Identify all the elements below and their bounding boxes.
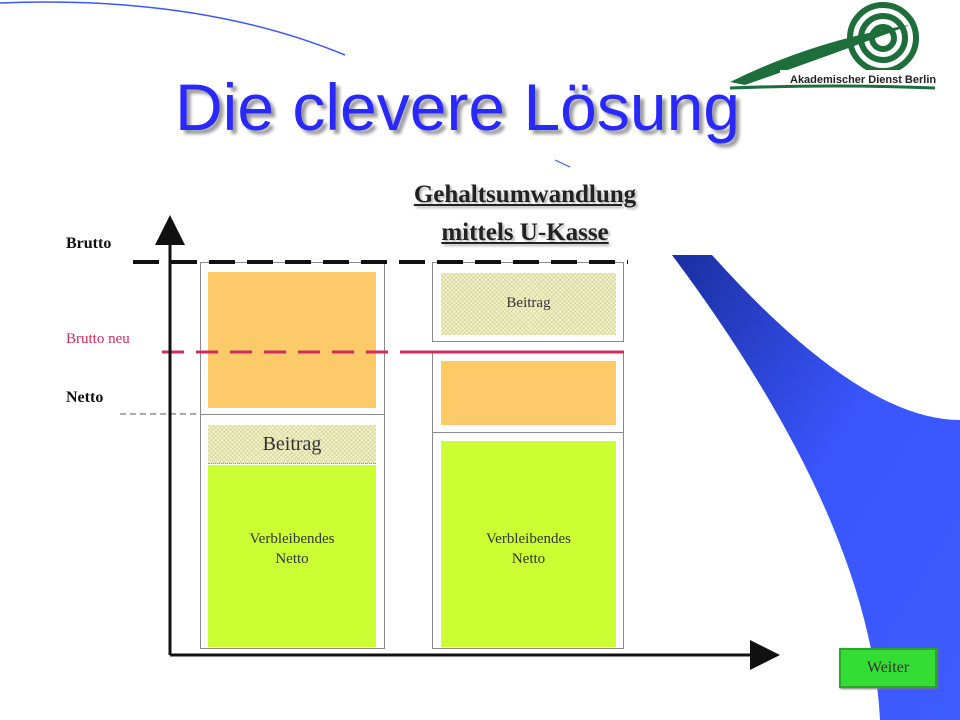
right-beitrag-box: Beitrag [441,273,616,335]
right-netto-label-line-1: Verbleibendes [486,531,571,547]
netto-label: Netto [66,389,104,406]
left-netto-box: Verbleibendes Netto [208,465,376,647]
right-deduction-box [441,361,616,425]
right-netto-label: Verbleibendes Netto [441,529,616,569]
logo-swoosh [730,25,910,85]
brutto-neu-label: Brutto neu [66,331,130,347]
left-beitrag-label: Beitrag [262,433,322,455]
logo-text: Akademischer Dienst Berlin [790,74,937,86]
logo-text-band [780,70,955,86]
blue-swoosh [672,255,960,720]
right-beitrag-label: Beitrag [506,295,551,311]
small-arc-line [554,159,571,168]
slide-title: Die clevere Lösung [175,70,740,144]
weiter-button[interactable]: Weiter [839,648,937,688]
left-netto-label-line-2: Netto [275,551,309,567]
logo-underline [729,84,936,90]
left-deduction-box [208,272,376,408]
brutto-label: Brutto [66,235,112,252]
right-netto-label-line-2: Netto [511,551,546,567]
diagram-subtitle: Gehaltsumwandlung mittels U-Kasse [360,176,690,252]
left-netto-label-line-1: Verbleibendes [249,531,335,547]
subtitle-line-1: Gehaltsumwandlung [413,181,637,208]
right-netto-box: Verbleibendes Netto [441,441,616,647]
subtitle-line-2: mittels U-Kasse [441,219,609,246]
left-beitrag-box: Beitrag [208,425,376,464]
logo [729,2,955,90]
top-arc-line [0,1,346,56]
left-netto-label: Verbleibendes Netto [208,529,376,569]
